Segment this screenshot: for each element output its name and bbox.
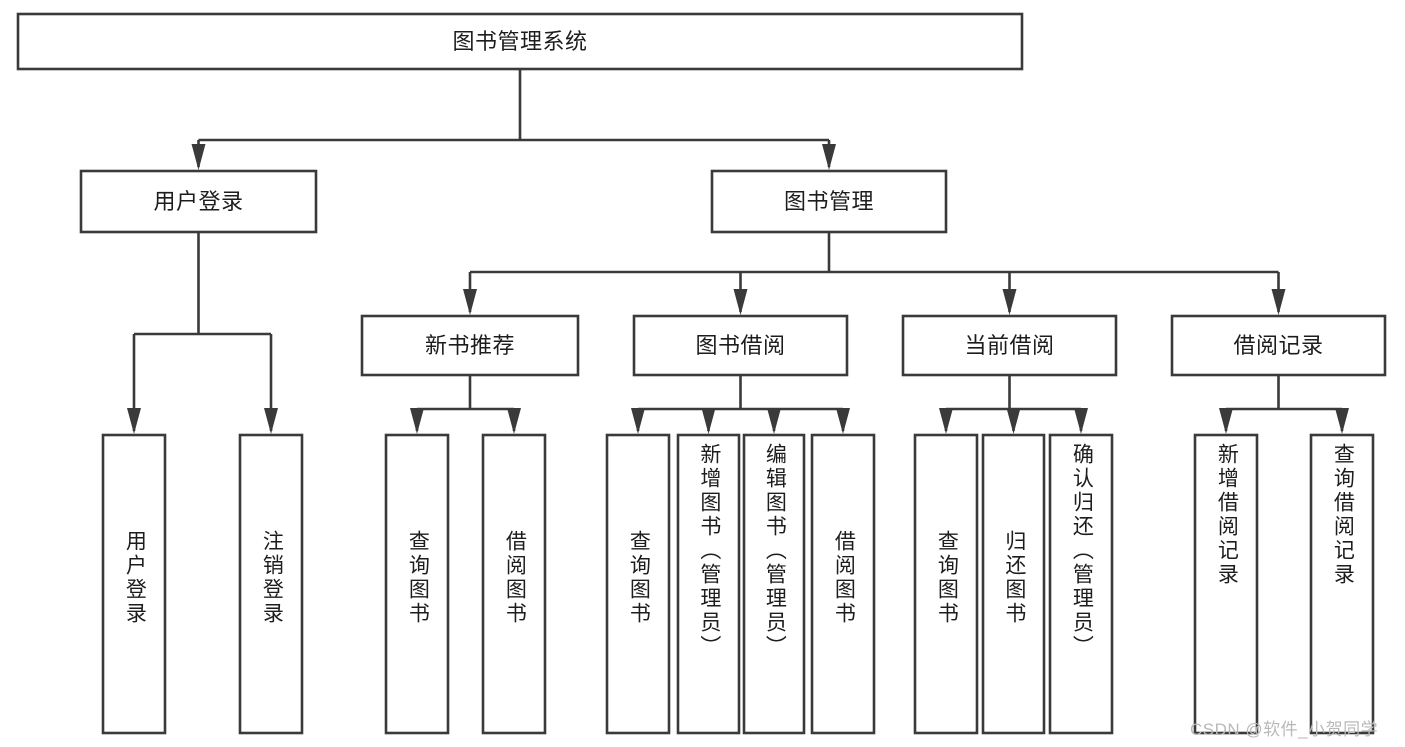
node-box-leaf-borrow-book-recommend [481, 433, 547, 735]
node-box-leaf-add-borrow-record [1193, 433, 1259, 735]
arrowhead-leaf-add-borrow-record [1219, 408, 1233, 434]
node-box-leaf-query-borrow-record [1309, 433, 1375, 735]
node-box-current-borrow [901, 314, 1118, 377]
node-box-leaf-logout [238, 433, 304, 735]
arrowhead-leaf-confirm-return-admin [1074, 408, 1088, 434]
node-box-leaf-query-book-borrow [605, 433, 671, 735]
arrowhead-borrow-record [1271, 289, 1286, 315]
arrowhead-leaf-edit-book-admin [767, 408, 781, 434]
node-box-leaf-edit-book-admin [742, 433, 806, 735]
node-boxes-layer [16, 12, 1387, 735]
arrowhead-leaf-query-book-current [939, 408, 953, 434]
arrowhead-leaf-borrow-book-recommend [507, 408, 521, 434]
arrowhead-leaf-logout [264, 408, 278, 434]
arrowhead-book-management [822, 144, 836, 170]
node-box-leaf-borrow-book [810, 433, 876, 735]
node-box-leaf-user-login [101, 433, 167, 735]
node-box-leaf-return-book [981, 433, 1046, 735]
node-box-user-login [79, 169, 318, 234]
arrowhead-user-login [191, 144, 206, 170]
arrowhead-leaf-query-borrow-record [1335, 408, 1349, 434]
node-box-borrow-record [1170, 314, 1387, 377]
arrowheads-layer [127, 144, 1349, 434]
arrowhead-leaf-query-book-recommend [410, 408, 424, 434]
node-box-leaf-query-book-recommend [384, 433, 450, 735]
arrowhead-current-borrow [1002, 289, 1017, 315]
arrowhead-book-borrow [733, 289, 748, 315]
node-box-root [16, 12, 1024, 71]
node-box-leaf-query-book-current [913, 433, 979, 735]
node-box-book-borrow [632, 314, 849, 377]
connectors-layer [132, 69, 1344, 431]
arrowhead-leaf-borrow-book [836, 408, 850, 434]
arrowhead-leaf-return-book [1006, 408, 1021, 434]
arrowhead-leaf-add-book-admin [701, 408, 716, 434]
arrowhead-leaf-user-login [127, 408, 141, 434]
node-box-leaf-add-book-admin [676, 433, 741, 735]
node-box-book-management [710, 169, 948, 234]
arrowhead-leaf-query-book-borrow [631, 408, 645, 434]
csdn-watermark: CSDN @软件_小贺同学 [1190, 720, 1379, 739]
arrowhead-new-book-recommend [463, 289, 477, 315]
node-box-leaf-confirm-return-admin [1048, 433, 1114, 735]
node-box-new-book-recommend [360, 314, 580, 377]
